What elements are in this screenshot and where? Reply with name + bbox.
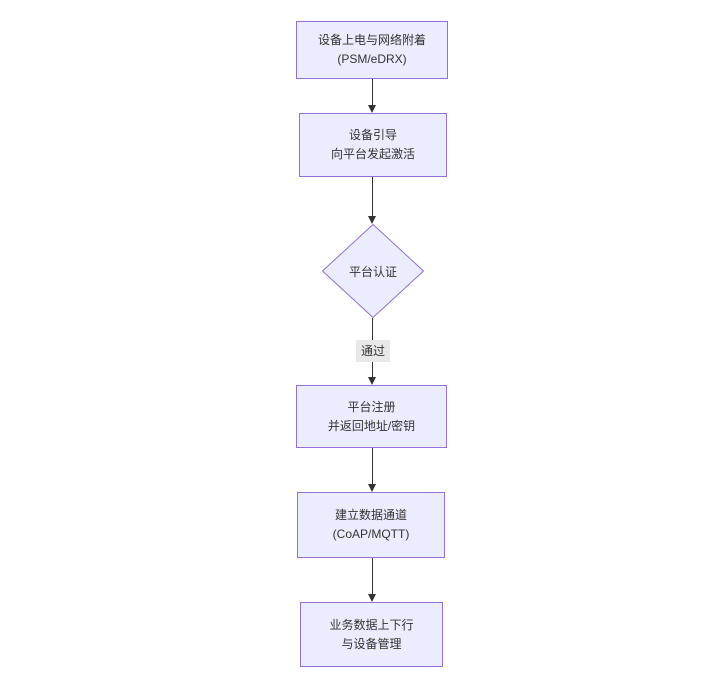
node-text-line: 与设备管理 bbox=[341, 636, 402, 651]
arrow-down-4 bbox=[368, 448, 376, 492]
node-text-line: 设备上电与网络附着 bbox=[317, 33, 426, 47]
node-establish-data-channel: 建立数据通道 (CoAP/MQTT) bbox=[297, 492, 445, 558]
node-text-line: 设备引导 bbox=[348, 128, 397, 142]
node-text-line: 平台认证 bbox=[348, 264, 397, 279]
node-power-on-attach: 设备上电与网络附着 (PSM/eDRX) bbox=[296, 21, 448, 79]
diamond-shape bbox=[322, 224, 424, 318]
arrow-down-1 bbox=[368, 79, 376, 113]
node-text-line: (CoAP/MQTT) bbox=[332, 527, 410, 541]
node-text-line: (PSM/eDRX) bbox=[337, 52, 407, 66]
node-text-line: 建立数据通道 bbox=[334, 508, 407, 522]
node-device-bootstrap: 设备引导 向平台发起激活 bbox=[299, 113, 447, 177]
node-text-line: 向平台发起激活 bbox=[330, 147, 415, 161]
edge-label-pass: 通过 bbox=[355, 340, 391, 362]
node-business-data-device-mgmt: 业务数据上下行 与设备管理 bbox=[300, 602, 443, 667]
node-text-line: 平台注册 bbox=[347, 399, 396, 414]
node-text-line: 并返回地址/密钥 bbox=[327, 418, 416, 433]
node-platform-auth-decision: 平台认证 bbox=[322, 224, 424, 318]
arrow-down-5 bbox=[368, 558, 376, 602]
node-text-line: 业务数据上下行 bbox=[329, 617, 414, 632]
arrow-down-2 bbox=[368, 177, 376, 224]
node-platform-register: 平台注册 并返回地址/密钥 bbox=[296, 385, 447, 448]
